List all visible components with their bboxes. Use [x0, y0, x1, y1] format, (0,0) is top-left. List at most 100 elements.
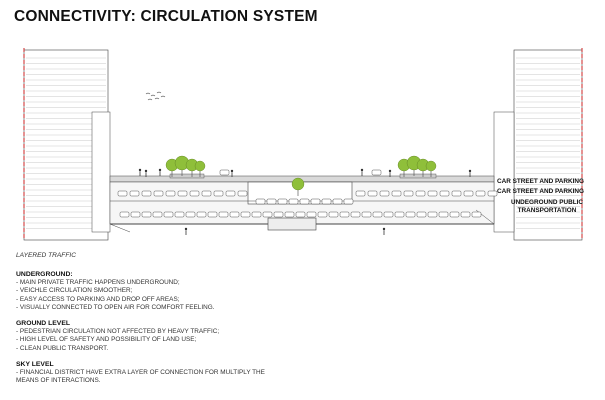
car — [372, 211, 383, 218]
car — [405, 211, 416, 218]
bird — [160, 95, 166, 98]
bird — [150, 94, 156, 97]
car — [394, 211, 405, 218]
car — [262, 211, 273, 218]
car — [213, 190, 224, 197]
car — [229, 211, 240, 218]
pedestrian-head — [382, 227, 386, 231]
pedestrian-head — [158, 168, 162, 172]
car — [189, 190, 200, 197]
car — [416, 211, 427, 218]
car — [350, 211, 361, 218]
planter-right — [399, 173, 437, 179]
car — [343, 198, 354, 205]
car — [332, 198, 343, 205]
page-title: CONNECTIVITY: CIRCULATION SYSTEM — [14, 8, 318, 25]
car — [328, 211, 339, 218]
car — [207, 211, 218, 218]
podium-right — [493, 111, 515, 233]
car — [117, 190, 128, 197]
car — [475, 190, 486, 197]
section-sky-level: SKY LEVEL - FINANCIAL DISTRICT HAVE EXTR… — [16, 360, 436, 386]
section-item: - FINANCIAL DISTRICT HAVE EXTRA LAYER OF… — [16, 369, 265, 377]
trees — [165, 155, 437, 196]
car — [463, 190, 474, 197]
tree — [291, 177, 305, 191]
car — [273, 211, 284, 218]
section-heading: UNDERGROUND: — [16, 271, 73, 278]
section-item: - VEICHLE CIRCULATION SMOOTHER; — [16, 287, 133, 295]
car — [427, 211, 438, 218]
car — [317, 211, 328, 218]
car — [310, 198, 321, 205]
podium-left — [91, 111, 111, 233]
car — [438, 211, 449, 218]
car — [129, 190, 140, 197]
street-section-diagram — [23, 48, 583, 241]
car — [299, 198, 310, 205]
section-item: - EASY ACCESS TO PARKING AND DROP OFF AR… — [16, 295, 180, 303]
section-item: - VISUALLY CONNECTED TO OPEN AIR FOR COM… — [16, 303, 215, 311]
car — [165, 190, 176, 197]
pedestrian-head — [184, 227, 188, 231]
car — [174, 211, 185, 218]
notes: UNDERGROUND: - MAIN PRIVATE TRAFFIC HAPP… — [16, 270, 436, 393]
car — [449, 211, 460, 218]
pedestrian-head — [144, 169, 148, 173]
car — [355, 190, 366, 197]
section-item: - CLEAN PUBLIC TRANSPORT. — [16, 344, 109, 352]
underground-transport-track — [267, 217, 317, 231]
car — [339, 211, 350, 218]
car — [415, 190, 426, 197]
pedestrian-head — [468, 169, 472, 173]
car — [119, 211, 130, 218]
cars — [117, 169, 498, 218]
car — [471, 211, 482, 218]
bird — [156, 91, 162, 94]
section-item: - MAIN PRIVATE TRAFFIC HAPPENS UNDERGROU… — [16, 279, 180, 286]
car — [306, 211, 317, 218]
pedestrians — [138, 91, 472, 235]
car — [427, 190, 438, 197]
pedestrian-head — [138, 168, 142, 172]
section-ground-level: GROUND LEVEL - PEDESTRIAN CIRCULATION NO… — [16, 319, 436, 353]
building-right — [513, 49, 583, 241]
car — [237, 190, 248, 197]
car — [487, 190, 498, 197]
car — [379, 190, 390, 197]
tree — [194, 160, 206, 172]
label-underground-transport: UNDEGROUND PUBLIC TRANSPORTATION — [510, 199, 584, 214]
ramp-left — [109, 223, 131, 233]
car — [152, 211, 163, 218]
section-item: - HIGH LEVEL OF SAFETY AND POSSIBILITY O… — [16, 336, 197, 344]
car — [295, 211, 306, 218]
car — [403, 190, 414, 197]
car — [460, 211, 471, 218]
car — [439, 190, 450, 197]
buildings — [23, 48, 583, 241]
car — [266, 198, 277, 205]
car — [391, 190, 402, 197]
car — [361, 211, 372, 218]
bird — [154, 97, 160, 100]
label-car-street-1: CAR STREET AND PARKING — [497, 178, 584, 185]
car — [225, 190, 236, 197]
car — [177, 190, 188, 197]
car — [163, 211, 174, 218]
planter-left — [169, 173, 205, 179]
car — [218, 211, 229, 218]
section-heading: SKY LEVEL — [16, 361, 54, 369]
car — [251, 211, 262, 218]
diagram-caption: LAYERED TRAFFIC — [16, 252, 76, 259]
car — [367, 190, 378, 197]
pedestrian-head — [230, 169, 234, 173]
car — [321, 198, 332, 205]
bird — [147, 98, 153, 101]
car — [288, 198, 299, 205]
car — [240, 211, 251, 218]
car — [185, 211, 196, 218]
section-underground: UNDERGROUND: - MAIN PRIVATE TRAFFIC HAPP… — [16, 270, 436, 312]
section-heading: GROUND LEVEL — [16, 320, 71, 328]
car — [153, 190, 164, 197]
car — [451, 190, 462, 197]
